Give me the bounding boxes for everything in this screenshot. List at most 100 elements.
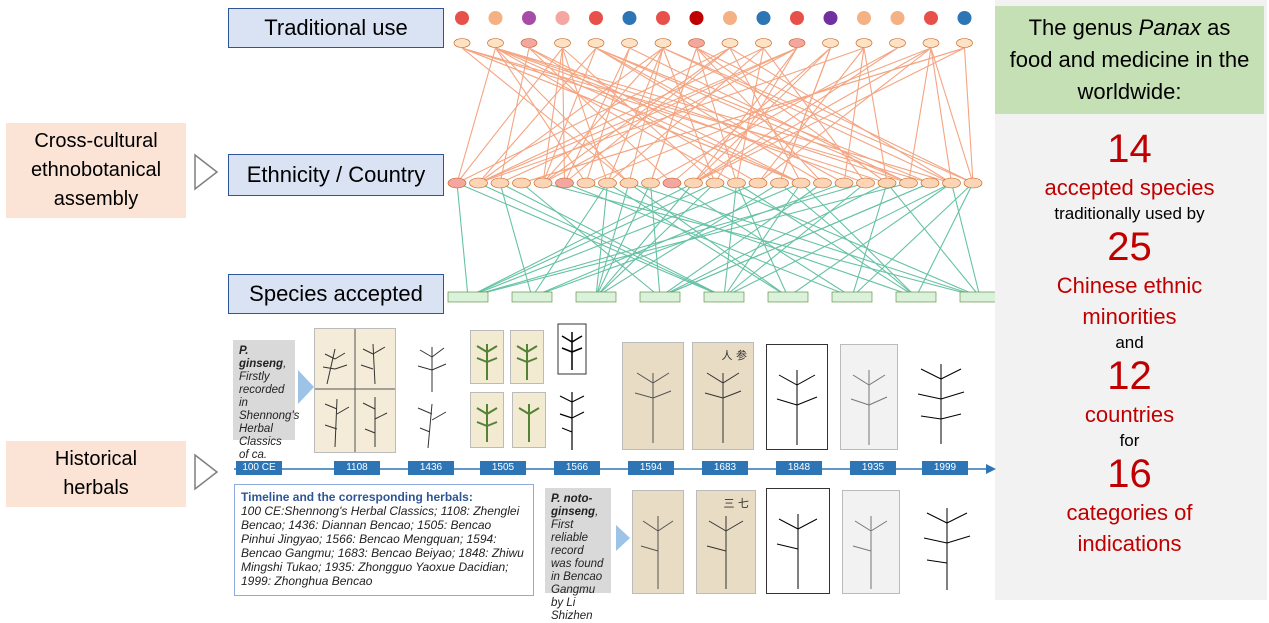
use-node <box>621 38 638 48</box>
use-link <box>495 47 587 184</box>
blood-drop-icon <box>790 11 804 25</box>
use-link <box>606 47 664 184</box>
use-link <box>495 47 909 184</box>
summary-stats: 14 accepted species traditionally used b… <box>995 126 1264 559</box>
timeline-year: 1683 <box>702 461 748 475</box>
species-link <box>659 182 888 298</box>
use-link <box>495 47 866 184</box>
use-link <box>607 47 764 184</box>
species-link <box>851 182 974 298</box>
use-link <box>528 47 802 184</box>
ethnicity-node <box>834 177 854 189</box>
species-count: 14 <box>1107 127 1152 171</box>
ethnicity-node <box>727 177 746 189</box>
timeline-heading: Timeline and the corresponding herbals: <box>241 490 473 504</box>
use-link <box>693 47 965 184</box>
ethnicity-node <box>662 177 682 189</box>
species-link <box>456 182 469 298</box>
pram-icon <box>823 11 838 25</box>
use-link <box>478 47 597 184</box>
use-link <box>478 47 664 184</box>
species-node <box>447 291 489 303</box>
use-link <box>735 47 765 184</box>
herbal-image-1935 <box>840 344 898 450</box>
spiral-icon <box>656 11 670 25</box>
species-link <box>787 182 952 298</box>
countries-count: 12 <box>1107 354 1152 398</box>
historical-herbals-label: Historical herbals <box>6 441 186 507</box>
use-link <box>693 47 898 184</box>
lungs-icon <box>589 11 603 25</box>
ethnicity-node <box>641 177 660 189</box>
use-link <box>662 47 952 184</box>
species-link <box>595 182 694 298</box>
species-link <box>467 182 716 298</box>
summary-heading: The genus Panax as food and medicine in … <box>995 6 1264 114</box>
arrow-icon <box>924 11 938 25</box>
species-link <box>595 182 609 298</box>
species-node <box>831 291 873 303</box>
heading-genus: Panax <box>1138 15 1202 40</box>
herbal-image-1108 <box>410 332 454 450</box>
ginseng-pointer-icon <box>298 370 314 404</box>
use-node <box>554 38 571 48</box>
use-node <box>721 38 739 48</box>
species-link <box>659 182 823 298</box>
ethnicity-node <box>899 177 918 189</box>
species-link <box>467 182 866 298</box>
ethnicity-node <box>555 177 574 189</box>
herbal-green-plants <box>476 344 540 442</box>
for-text: for <box>1119 431 1140 450</box>
timeline-year: 1935 <box>850 461 896 475</box>
timeline-year: 1848 <box>776 461 822 475</box>
use-link <box>696 47 974 184</box>
indications-count: 16 <box>1107 452 1152 496</box>
herbal-noto-1848 <box>766 488 830 594</box>
use-link <box>714 47 798 184</box>
person-icon <box>957 11 972 25</box>
use-link <box>499 47 530 184</box>
ethnicity-node <box>920 177 940 189</box>
use-link <box>863 47 888 184</box>
use-node <box>788 38 806 48</box>
species-node <box>959 291 1000 303</box>
timeline-body: 100 CE:Shennong's Herbal Classics; 1108:… <box>241 504 524 588</box>
use-node <box>453 38 471 48</box>
species-link <box>886 182 981 298</box>
use-link <box>693 47 932 184</box>
renshen-caption: 人 参 <box>721 349 748 362</box>
use-link <box>585 47 932 184</box>
historical-herbals-text: Historical herbals <box>54 448 138 499</box>
herbal-drawing <box>557 323 587 450</box>
used-by-text: traditionally used by <box>1054 204 1205 223</box>
use-node <box>654 38 672 48</box>
species-node <box>895 291 937 303</box>
use-node <box>487 38 504 48</box>
use-link <box>542 47 731 184</box>
traditional-use-label: Traditional use <box>228 8 444 48</box>
use-link <box>693 47 798 184</box>
ginseng-note-name: P. ginseng <box>239 345 284 370</box>
use-link <box>757 47 865 184</box>
use-link <box>495 47 737 184</box>
species-node <box>703 291 745 303</box>
species-link <box>723 182 802 298</box>
ginseng-note-text: Firstly recorded in Shennong's Herbal Cl… <box>239 371 300 474</box>
countries-text: countries <box>1084 402 1175 427</box>
use-link <box>628 47 664 184</box>
heading-post: as food and medicine in the worldwide: <box>1009 15 1250 104</box>
notoginseng-note-text: First reliable record was found in Benca… <box>551 519 604 622</box>
herbal-noto-1935 <box>842 490 900 594</box>
herbal-drawing <box>852 516 888 589</box>
cross-cultural-arrow-icon <box>194 153 219 191</box>
minorities-text-2: minorities <box>1082 304 1177 329</box>
bladder-icon <box>555 11 570 25</box>
use-node <box>922 38 940 48</box>
sanqi-caption: 三 七 <box>723 497 750 510</box>
heart-icon <box>689 11 704 25</box>
species-link <box>950 182 981 298</box>
use-node <box>587 38 605 48</box>
herbal-noto-1999 <box>912 488 982 594</box>
species-node <box>575 291 617 303</box>
species-link <box>659 182 931 298</box>
